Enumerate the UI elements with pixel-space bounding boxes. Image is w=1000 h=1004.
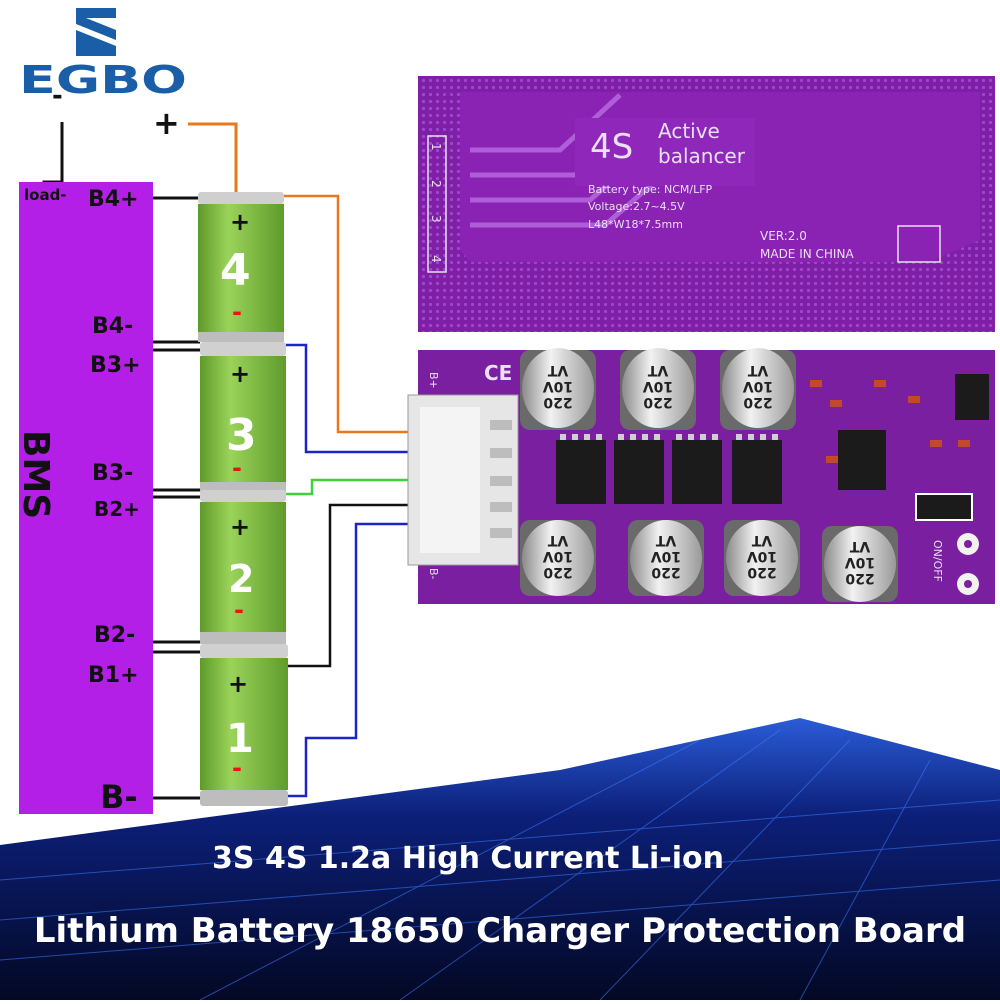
cap-text-220: 220	[747, 564, 776, 580]
cap-text-220: 220	[543, 564, 572, 580]
pad-label-1: 1	[429, 143, 443, 151]
bms-title: BMS	[15, 430, 56, 519]
cap-text-vt: VT	[647, 362, 668, 378]
back-pad-labels: 1 2 3 4	[427, 135, 447, 273]
capacitor	[724, 520, 800, 596]
capacitors-top-row	[520, 348, 796, 430]
pad-label-4: 4	[429, 255, 443, 263]
load-wires: - +	[42, 81, 238, 192]
back-version: VER:2.0	[760, 229, 807, 243]
balance-connector	[407, 394, 519, 566]
egbo-logo: EGBO	[19, 8, 187, 102]
cap-text-10v: 10V	[543, 378, 573, 394]
front-b-plus: B+	[427, 372, 440, 389]
diode	[915, 493, 973, 521]
pad-label-2: 2	[429, 180, 443, 188]
battery-stack: + 4 - + 3 - + 2 - + 1 -	[198, 192, 288, 806]
terminal-b2-plus: B2+	[94, 497, 140, 521]
battery-cell-1: + 1 -	[200, 644, 288, 806]
cap-text-10v: 10V	[743, 378, 773, 394]
back-title-line1: Active	[658, 119, 720, 143]
capacitor	[628, 520, 704, 596]
front-switch-label: ON/OFF	[931, 540, 944, 582]
battery-cell-3: + 3 -	[200, 342, 286, 492]
capacitor	[822, 526, 898, 602]
cell-1-number: 1	[226, 716, 254, 762]
back-title-big: 4S	[590, 127, 633, 167]
caption-line-2: Lithium Battery 18650 Charger Protection…	[34, 911, 966, 951]
cap-text-220: 220	[643, 394, 672, 410]
cap-text-vt: VT	[547, 532, 568, 548]
cap-text-220: 220	[651, 564, 680, 580]
cap-text-10v: 10V	[543, 548, 573, 564]
balancer-board-front: CE B+ B-	[407, 348, 995, 604]
capacitor	[520, 520, 596, 596]
capacitors-bottom-row	[520, 520, 898, 602]
terminal-b3-minus: B3-	[92, 461, 133, 486]
bms-block: load- BMS B4+ B4- B3+ B3- B2+ B2- B1+ B-	[15, 182, 153, 816]
cell-2-number: 2	[228, 557, 254, 601]
terminal-b4-minus: B4-	[92, 314, 133, 339]
cell-2-plus: +	[230, 513, 250, 541]
cap-text-10v: 10V	[747, 548, 777, 564]
caption-line-1: 3S 4S 1.2a High Current Li-ion	[212, 841, 724, 876]
cap-text-220: 220	[845, 570, 874, 586]
driver-ic	[955, 374, 989, 420]
cell-1-plus: +	[228, 670, 248, 698]
terminal-b1-plus: B1+	[88, 663, 139, 688]
back-dimensions: L48*W18*7.5mm	[588, 218, 683, 231]
cell-3-plus: +	[230, 360, 250, 388]
front-ce-mark: CE	[484, 361, 512, 385]
terminal-b3-plus: B3+	[90, 353, 141, 378]
battery-cell-2: + 2 -	[200, 490, 286, 644]
load-label: load-	[24, 186, 67, 204]
balancer-board-back: 4S Active balancer Battery type: NCM/LFP…	[418, 76, 995, 332]
cap-text-220: 220	[543, 394, 572, 410]
back-title-line2: balancer	[658, 144, 746, 168]
load-minus-sign: -	[52, 81, 63, 111]
cap-text-10v: 10V	[651, 548, 681, 564]
brand-name: EGBO	[19, 58, 187, 102]
pad-label-3: 3	[429, 215, 443, 223]
back-battery-type: Battery type: NCM/LFP	[588, 183, 713, 196]
cell-2-minus: -	[234, 596, 244, 624]
terminal-b4-plus: B4+	[88, 187, 139, 212]
control-ic	[838, 430, 886, 490]
terminal-b-minus: B-	[100, 778, 138, 816]
captions: 3S 4S 1.2a High Current Li-ion Lithium B…	[34, 841, 966, 951]
back-made-in: MADE IN CHINA	[760, 247, 854, 261]
capacitor	[520, 348, 596, 430]
cell-1-minus: -	[232, 754, 242, 782]
capacitor	[720, 348, 796, 430]
cap-text-vt: VT	[747, 362, 768, 378]
cap-text-10v: 10V	[643, 378, 673, 394]
balancer-wires	[284, 194, 432, 798]
cap-text-10v: 10V	[845, 554, 875, 570]
cell-4-number: 4	[220, 245, 251, 296]
battery-cell-4: + 4 -	[198, 192, 284, 342]
cap-text-vt: VT	[655, 532, 676, 548]
cap-text-vt: VT	[849, 538, 870, 554]
switch-pads	[957, 533, 979, 595]
capacitor	[620, 348, 696, 430]
cell-3-number: 3	[226, 410, 257, 461]
back-voltage: Voltage:2.7~4.5V	[588, 200, 685, 213]
cap-text-vt: VT	[751, 532, 772, 548]
tech-background	[0, 718, 1000, 1001]
cap-text-vt: VT	[547, 362, 568, 378]
cell-4-plus: +	[230, 208, 250, 236]
mosfet-row	[556, 434, 782, 504]
load-plus-sign: +	[153, 104, 180, 142]
bms-cell-wires	[153, 196, 200, 800]
front-b-minus: B-	[427, 568, 440, 580]
terminal-b2-minus: B2-	[94, 623, 135, 648]
cap-text-220: 220	[743, 394, 772, 410]
cell-3-minus: -	[232, 454, 242, 482]
cell-4-minus: -	[232, 298, 242, 326]
